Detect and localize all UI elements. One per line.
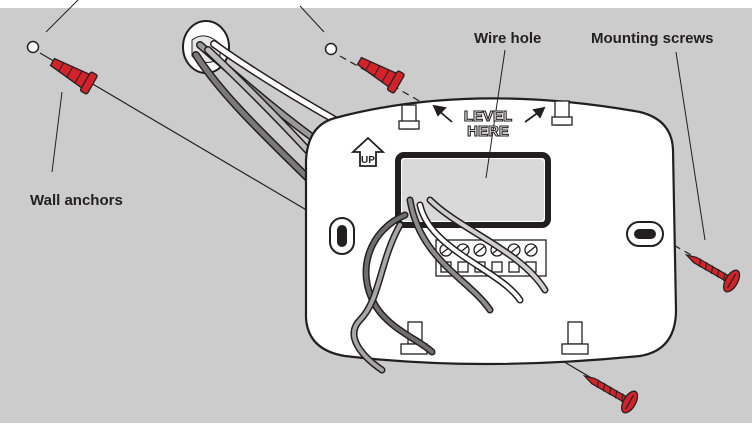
mounting-screw-bottom [582,374,639,414]
wall-anchor-right [356,56,405,94]
level-here-label-line2: HERE [467,123,509,140]
up-arrow-label: UP [361,155,375,166]
callout-leaders [51,49,706,241]
wire-hole-callout: Wire hole [474,30,542,47]
loose-wires [350,196,549,374]
up-arrow-badge [350,136,386,167]
wall-anchors-callout: Wall anchors [30,192,123,209]
wall-anchor-left [49,57,98,95]
level-arrows [432,104,546,123]
wall-hole-right [324,42,338,56]
wall-hole-left [26,40,40,54]
mounting-screws-callout: Mounting screws [591,30,714,47]
level-here-label-line1: LEVEL [464,108,512,125]
top-leader-lines [45,0,325,33]
mounting-slots [329,217,664,255]
mounting-screw-right [684,253,741,293]
